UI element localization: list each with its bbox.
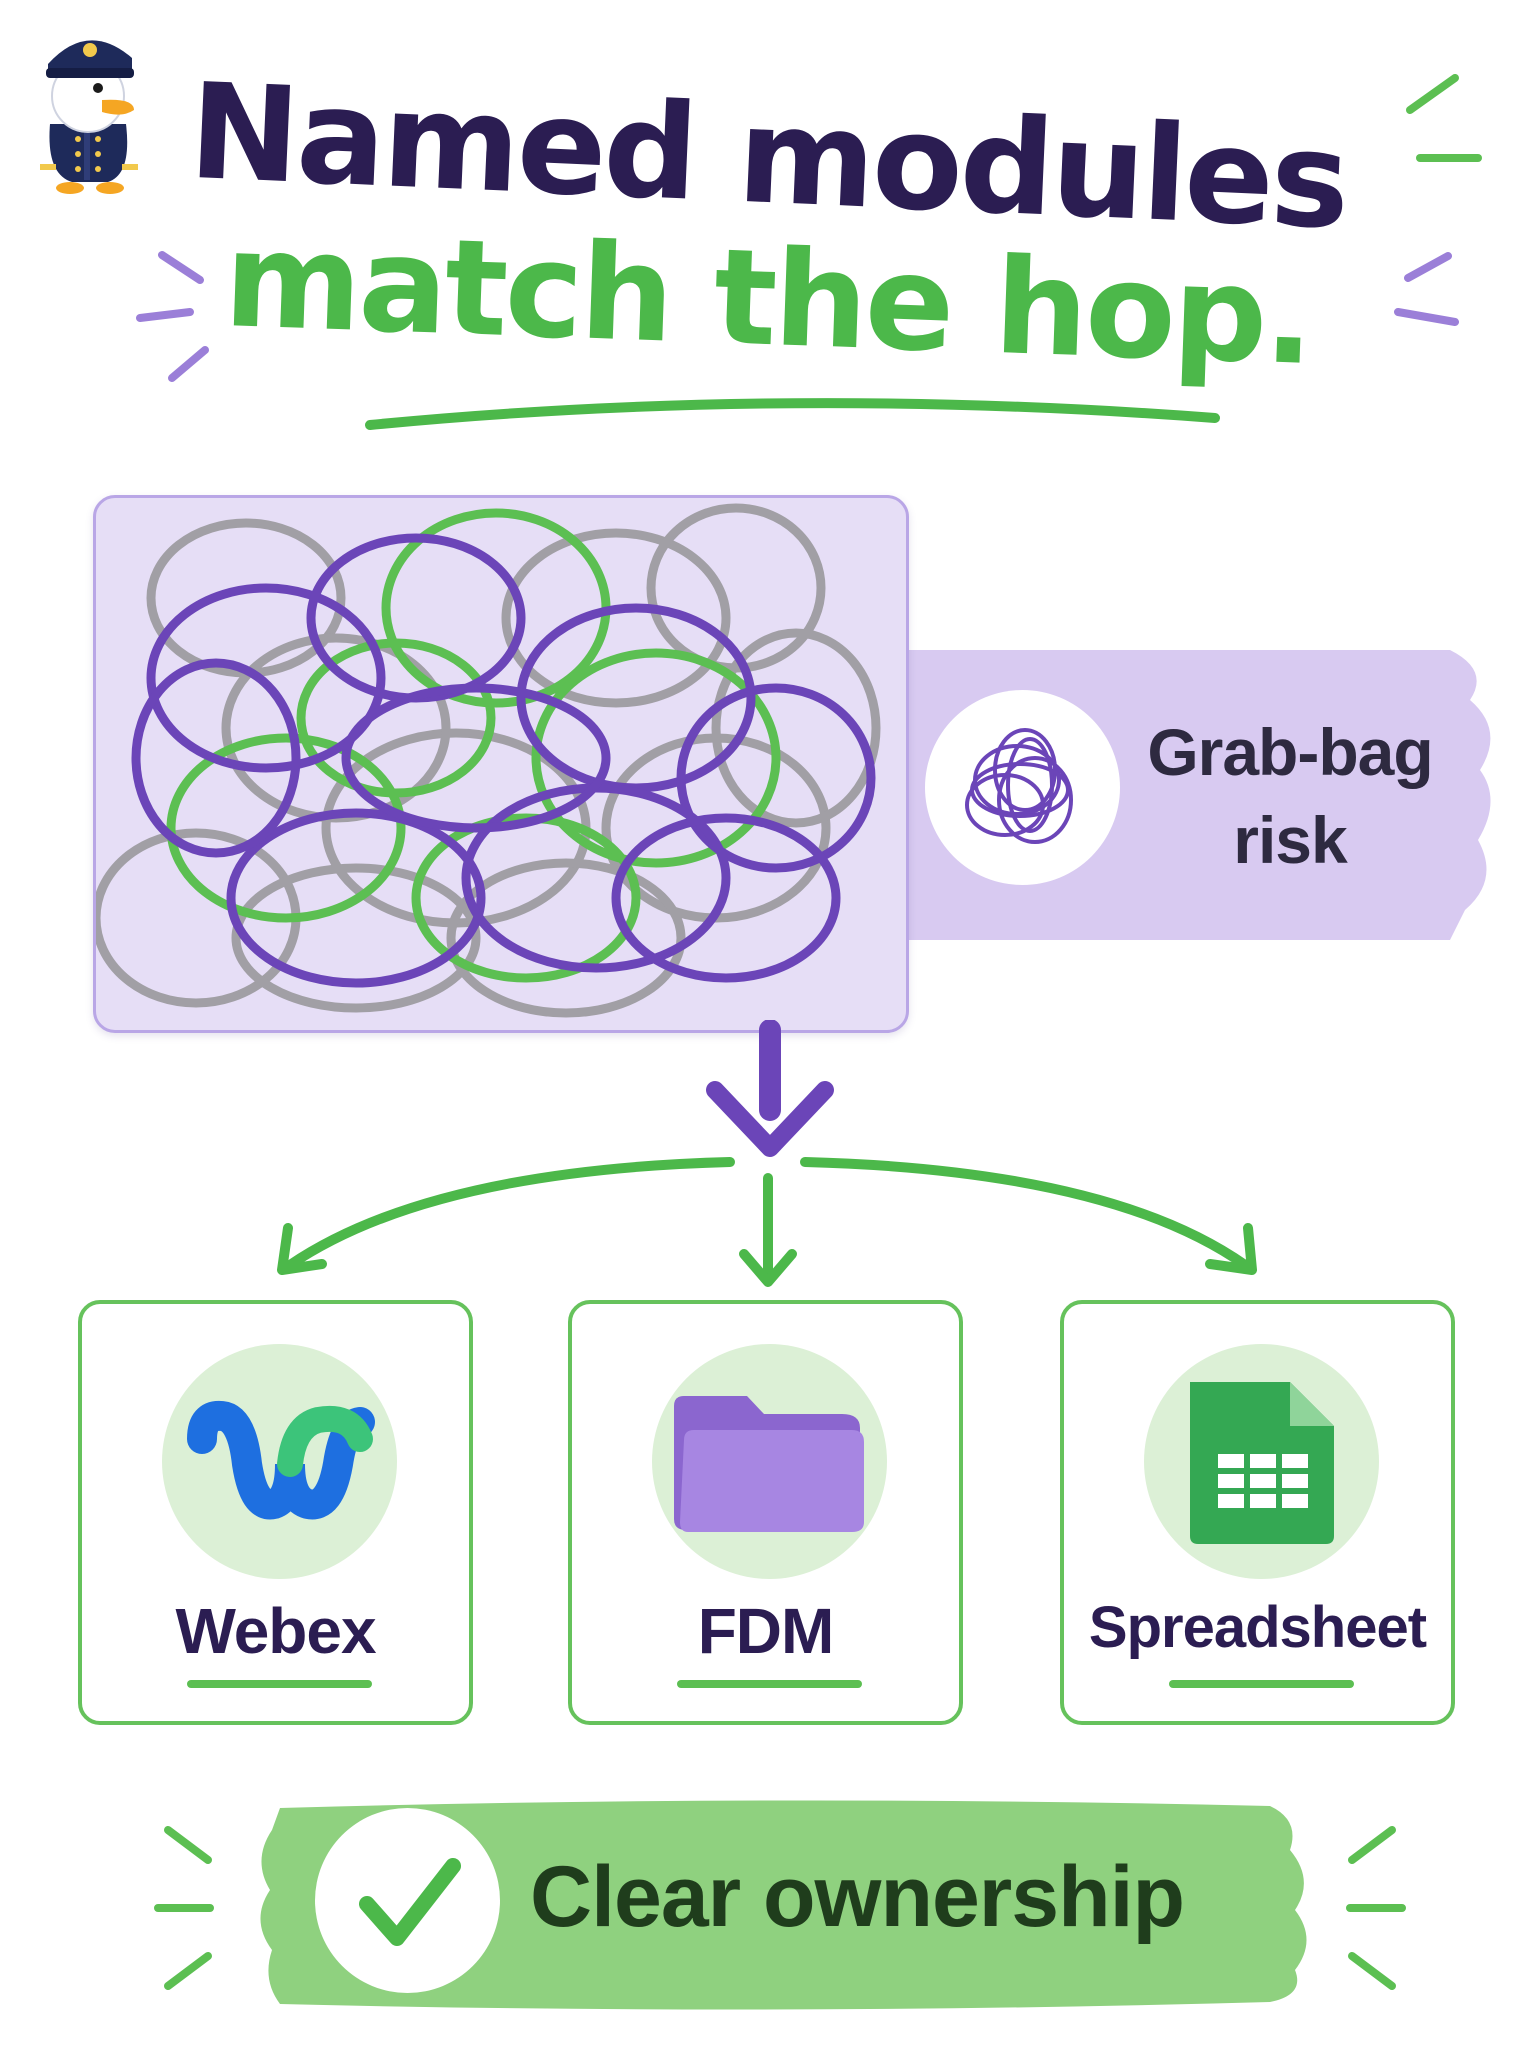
risk-label-line-2: risk: [1233, 803, 1347, 877]
module-underline: [1169, 1680, 1354, 1688]
duck-captain-mascot-icon: [40, 40, 138, 194]
checkmark-disc: [315, 1808, 500, 1993]
flow-arrows: [277, 1020, 1257, 1287]
module-icon-disc: [652, 1344, 887, 1579]
module-card-spreadsheet: Spreadsheet: [1060, 1300, 1455, 1725]
module-label: Webex: [175, 1595, 376, 1667]
module-card-fdm: FDM: [568, 1300, 963, 1725]
module-label: Spreadsheet: [1088, 1595, 1427, 1660]
module-underline: [187, 1680, 372, 1688]
spreadsheet-icon: [1190, 1382, 1334, 1544]
module-icon-disc: [162, 1344, 397, 1579]
outcome-banner: [154, 1800, 1406, 2010]
checkmark-icon: [359, 1858, 461, 1946]
module-card-webex: Webex: [78, 1300, 473, 1725]
module-label: FDM: [697, 1595, 835, 1667]
tangle-box: [93, 495, 909, 1033]
outcome-label: Clear ownership: [530, 1849, 1185, 1945]
risk-label: Grab-bag risk: [1130, 708, 1450, 884]
folder-icon: [674, 1396, 864, 1532]
tangle-scribble: [96, 503, 881, 1018]
headline-decoration: [136, 74, 1482, 430]
tangled-loops-icon: [965, 728, 1073, 844]
webex-logo-icon: [187, 1400, 375, 1520]
risk-icon-disc: [925, 690, 1120, 885]
module-underline: [677, 1680, 862, 1688]
module-icon-disc: [1144, 1344, 1379, 1579]
risk-label-line-1: Grab-bag: [1147, 715, 1433, 789]
